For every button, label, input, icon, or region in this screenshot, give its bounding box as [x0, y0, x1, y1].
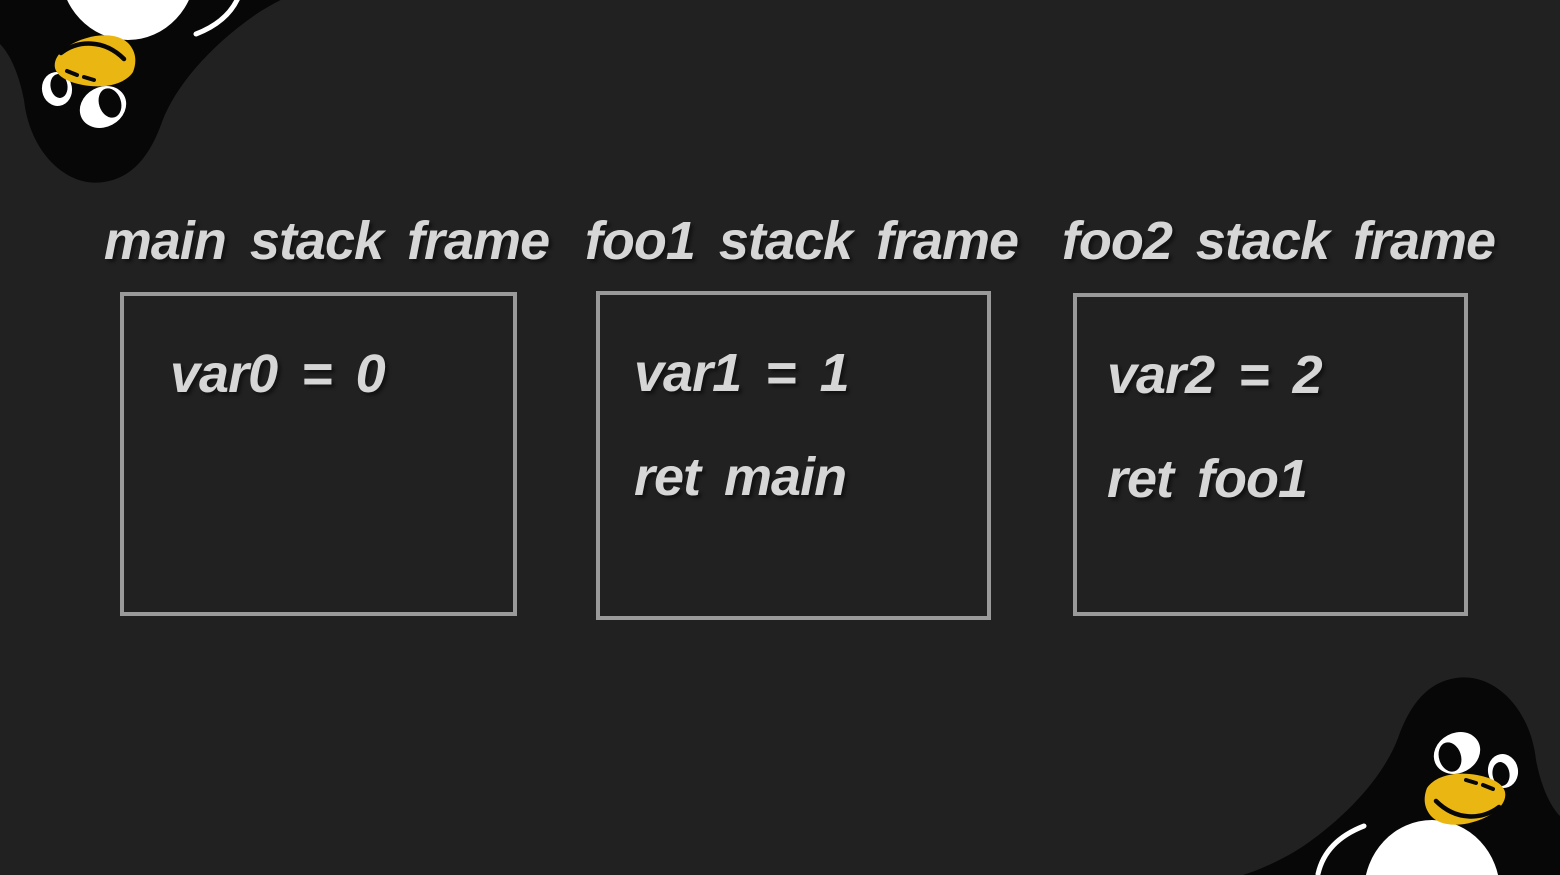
- frame-title-foo1: foo1 stack frame: [584, 211, 1019, 271]
- frame-line-ret-foo1: ret foo1: [1107, 449, 1308, 509]
- tux-penguin-icon: [0, 0, 317, 183]
- frame-line-ret-main: ret main: [634, 447, 847, 507]
- frame-title-foo2: foo2 stack frame: [1061, 211, 1496, 271]
- tux-penguin-icon: [1243, 677, 1560, 875]
- stack-frame-box-main: var0 = 0: [120, 292, 517, 616]
- frame-line-var2: var2 = 2: [1107, 345, 1323, 405]
- frame-line-var0: var0 = 0: [170, 344, 386, 404]
- frame-title-main: main stack frame: [103, 211, 550, 271]
- stack-frame-box-foo1: var1 = 1 ret main: [596, 291, 991, 620]
- frame-line-var1: var1 = 1: [634, 343, 850, 403]
- stack-frame-box-foo2: var2 = 2 ret foo1: [1073, 293, 1468, 616]
